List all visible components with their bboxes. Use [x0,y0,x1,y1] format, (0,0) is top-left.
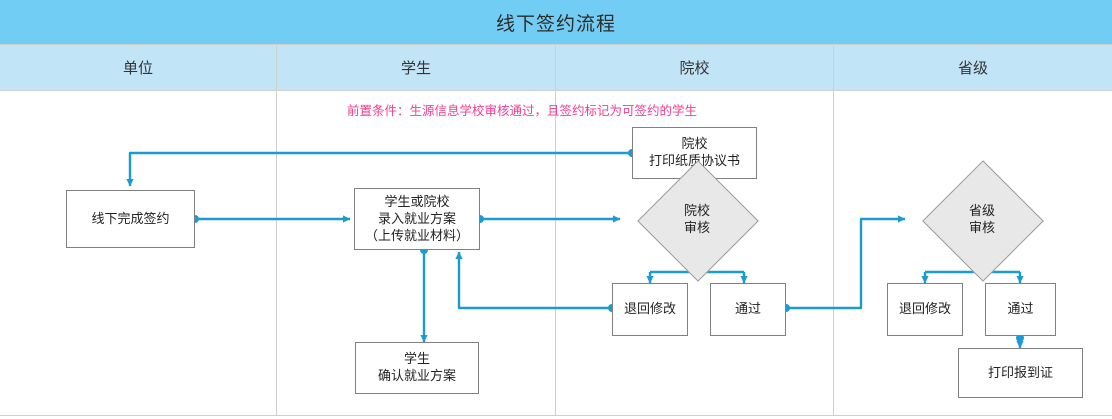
node-province-review[interactable]: 省级 审核 [909,160,1055,282]
node-offline-sign[interactable]: 线下完成签约 [66,190,195,248]
node-province-pass[interactable]: 通过 [985,283,1056,336]
lane-header-province: 省级 [957,59,988,77]
lane-header-unit: 单位 [0,45,277,90]
precondition-note: 前置条件：生源信息学校审核通过，且签约标记为可签约的学生 [347,103,698,118]
diagram-title-bar: 线下签约流程 [0,0,1112,44]
node-province-return[interactable]: 退回修改 [887,283,963,336]
lane-header-row: 单位 学生 院校 省级 [0,44,1112,91]
node-school-review[interactable]: 院校 审核 [624,160,770,282]
node-enter-plan[interactable]: 学生或院校 录入就业方案 （上传就业材料） [354,188,480,250]
node-school-pass[interactable]: 通过 [710,283,786,336]
lane-header-student: 学生 [277,45,556,90]
page-title: 线下签约流程 [495,12,616,35]
node-school-return[interactable]: 退回修改 [612,283,688,336]
node-print-report[interactable]: 打印报到证 [958,348,1083,398]
node-confirm-plan[interactable]: 学生 确认就业方案 [355,342,479,394]
lane-column-unit [0,91,277,415]
lane-header-school: 院校 [556,45,834,90]
